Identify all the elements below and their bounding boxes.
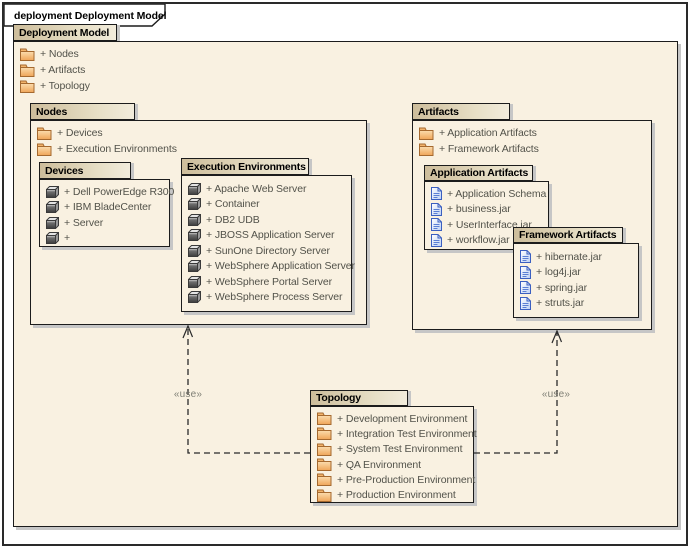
- tree-item[interactable]: + log4j.jar: [520, 265, 638, 281]
- package-title: Nodes: [36, 105, 68, 118]
- package-topology-body[interactable]: + Development Environment + Integration …: [310, 406, 477, 503]
- folder-icon: [317, 489, 332, 502]
- folder-icon: [317, 412, 332, 426]
- artifact-icon: [431, 187, 442, 201]
- tree-item[interactable]: + QA Environment: [317, 457, 473, 472]
- frame-label: deployment Deployment Model: [3, 3, 167, 27]
- tree-item[interactable]: + Topology: [20, 78, 677, 94]
- package-devices-body[interactable]: + Dell PowerEdge R300 + IBM BladeCenter: [39, 179, 174, 247]
- tree-item[interactable]: + hibernate.jar: [520, 249, 638, 265]
- package-title: Framework Artifacts: [519, 229, 617, 241]
- artifact-icon: [520, 296, 531, 310]
- folder-icon: [20, 80, 35, 93]
- tree-item[interactable]: + Container: [188, 197, 351, 213]
- folder-icon: [317, 473, 332, 487]
- use-stereotype-label: «use»: [541, 389, 571, 400]
- node-icon: [46, 232, 59, 245]
- node-icon: [188, 198, 201, 211]
- artifact-icon: [520, 250, 531, 264]
- folder-icon: [317, 458, 332, 472]
- package-title: Execution Environments: [187, 160, 306, 173]
- folder-icon: [419, 127, 434, 140]
- tree-item[interactable]: + Application Schema: [431, 186, 548, 202]
- folder-icon: [317, 443, 332, 456]
- package-title: Application Artifacts: [430, 167, 529, 179]
- package-title: Topology: [316, 392, 361, 404]
- tree-item[interactable]: + Framework Artifacts: [419, 141, 651, 157]
- tree-item[interactable]: + Application Artifacts: [419, 125, 651, 141]
- tree-item[interactable]: + Artifacts: [20, 62, 677, 78]
- tree-item[interactable]: + SunOne Directory Server: [188, 243, 351, 259]
- node-icon: [46, 201, 59, 214]
- tree-item[interactable]: + Production Environment: [317, 487, 473, 502]
- tree-item[interactable]: + UserInterface.jar: [431, 217, 548, 233]
- artifact-icon: [431, 218, 442, 232]
- tree-item[interactable]: + WebSphere Application Server: [188, 259, 355, 275]
- tree-item[interactable]: + Pre-Production Environment: [317, 472, 475, 487]
- tree-item[interactable]: + Integration Test Environment: [317, 426, 477, 441]
- tree-item[interactable]: +: [46, 231, 169, 247]
- node-icon: [46, 216, 59, 229]
- tree-item[interactable]: + IBM BladeCenter: [46, 200, 169, 216]
- package-execution-environments-tab[interactable]: Execution Environments: [181, 158, 309, 175]
- node-icon: [188, 229, 201, 242]
- package-framework-artifacts-body[interactable]: + hibernate.jar + log4j.jar: [513, 243, 639, 318]
- package-artifacts-tab[interactable]: Artifacts: [412, 103, 510, 120]
- package-application-artifacts-body[interactable]: + Application Schema + business.jar: [424, 181, 549, 250]
- artifact-icon: [431, 233, 442, 247]
- tree-item[interactable]: + WebSphere Process Server: [188, 290, 351, 306]
- frame-pentagon-shape: [3, 3, 166, 27]
- node-icon: [46, 185, 59, 198]
- node-icon: [188, 291, 201, 304]
- package-devices-tab[interactable]: Devices: [39, 162, 131, 179]
- tree-item[interactable]: + System Test Environment: [317, 442, 473, 457]
- tree-item[interactable]: + WebSphere Portal Server: [188, 274, 351, 290]
- tree-item[interactable]: + DB2 UDB: [188, 212, 351, 228]
- package-execution-environments-body[interactable]: + Apache Web Server + Container: [181, 175, 355, 312]
- node-icon: [188, 260, 201, 273]
- artifact-icon: [431, 202, 442, 216]
- folder-icon: [37, 143, 52, 156]
- folder-icon: [20, 48, 35, 61]
- package-deployment-model-tab[interactable]: Deployment Model: [13, 24, 117, 41]
- tree-item[interactable]: + Devices: [37, 125, 366, 141]
- folder-icon: [317, 427, 332, 441]
- tree-item[interactable]: + Development Environment: [317, 411, 473, 426]
- artifact-icon: [520, 281, 531, 295]
- package-framework-artifacts-tab[interactable]: Framework Artifacts: [513, 227, 623, 243]
- frame-label-text: deployment Deployment Model: [14, 10, 167, 22]
- folder-icon: [419, 143, 434, 156]
- package-title: Deployment Model: [19, 26, 110, 39]
- tree-item[interactable]: + Server: [46, 215, 169, 231]
- tree-item[interactable]: + Apache Web Server: [188, 181, 351, 197]
- folder-icon: [20, 64, 35, 77]
- tree-item[interactable]: + spring.jar: [520, 280, 638, 296]
- tree-item[interactable]: + struts.jar: [520, 296, 638, 312]
- package-title: Devices: [45, 164, 84, 177]
- tree-item[interactable]: + JBOSS Application Server: [188, 228, 351, 244]
- use-stereotype-label: «use»: [173, 389, 203, 400]
- package-topology-tab[interactable]: Topology: [310, 390, 408, 406]
- package-title: Artifacts: [418, 105, 459, 118]
- tree-item[interactable]: + Dell PowerEdge R300: [46, 184, 174, 200]
- tree-item[interactable]: + workflow.jar: [431, 233, 548, 249]
- package-nodes-tab[interactable]: Nodes: [30, 103, 135, 120]
- node-icon: [188, 244, 201, 257]
- tree-item[interactable]: + Nodes: [20, 46, 677, 62]
- package-application-artifacts-tab[interactable]: Application Artifacts: [424, 165, 533, 181]
- folder-icon: [37, 127, 52, 140]
- tree-item[interactable]: + business.jar: [431, 202, 548, 218]
- node-icon: [188, 275, 201, 288]
- artifact-icon: [520, 265, 531, 279]
- tree-item[interactable]: + Execution Environments: [37, 141, 366, 157]
- node-icon: [188, 182, 201, 195]
- node-icon: [188, 213, 201, 226]
